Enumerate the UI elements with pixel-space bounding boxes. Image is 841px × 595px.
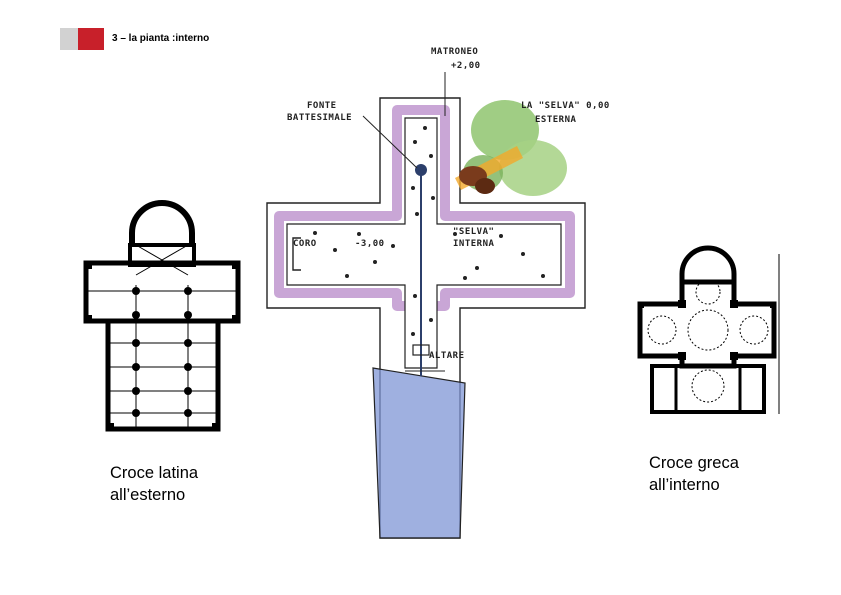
water-area xyxy=(372,367,466,539)
greek-cross-plan xyxy=(637,245,780,414)
label-battesimale: BATTESIMALE xyxy=(287,113,352,123)
logo xyxy=(60,28,104,50)
label-fonte: FONTE xyxy=(307,101,337,111)
cross-inner-outline xyxy=(286,117,562,369)
slide-title: 3 – la pianta :interno xyxy=(112,33,210,44)
cross-sketch: MATRONEO +2,00 FONTE BATTESIMALE LA "SEL… xyxy=(266,47,609,539)
label-matroneo-level: +2,00 xyxy=(451,61,481,71)
label-esterna: ESTERNA xyxy=(535,115,577,125)
external-forest xyxy=(455,100,567,196)
logo-red-block xyxy=(78,28,104,50)
altar-mark xyxy=(412,344,430,356)
label-matroneo: MATRONEO xyxy=(431,47,478,57)
logo-grey-block xyxy=(60,28,78,50)
caption-greek-cross: Croce greca all’interno xyxy=(649,452,739,496)
caption-greek-line-2: all’interno xyxy=(649,476,720,494)
lilac-matroneo-band xyxy=(274,105,575,311)
caption-latin-cross: Croce latina all’esterno xyxy=(110,462,198,506)
caption-greek-line-1: Croce greca xyxy=(649,454,739,472)
label-coro: CORO xyxy=(293,239,317,249)
label-selva-interna: "SELVA" xyxy=(453,227,494,237)
label-altare: ALTARE xyxy=(429,351,465,361)
label-interna: INTERNA xyxy=(453,239,495,249)
caption-latin-line-1: Croce latina xyxy=(110,464,199,482)
label-quota: -3,00 xyxy=(355,239,385,249)
latin-cross-plan xyxy=(83,200,241,432)
caption-latin-line-2: all’esterno xyxy=(110,486,186,504)
label-selva-esterna: LA "SELVA" 0,00 xyxy=(521,101,610,111)
